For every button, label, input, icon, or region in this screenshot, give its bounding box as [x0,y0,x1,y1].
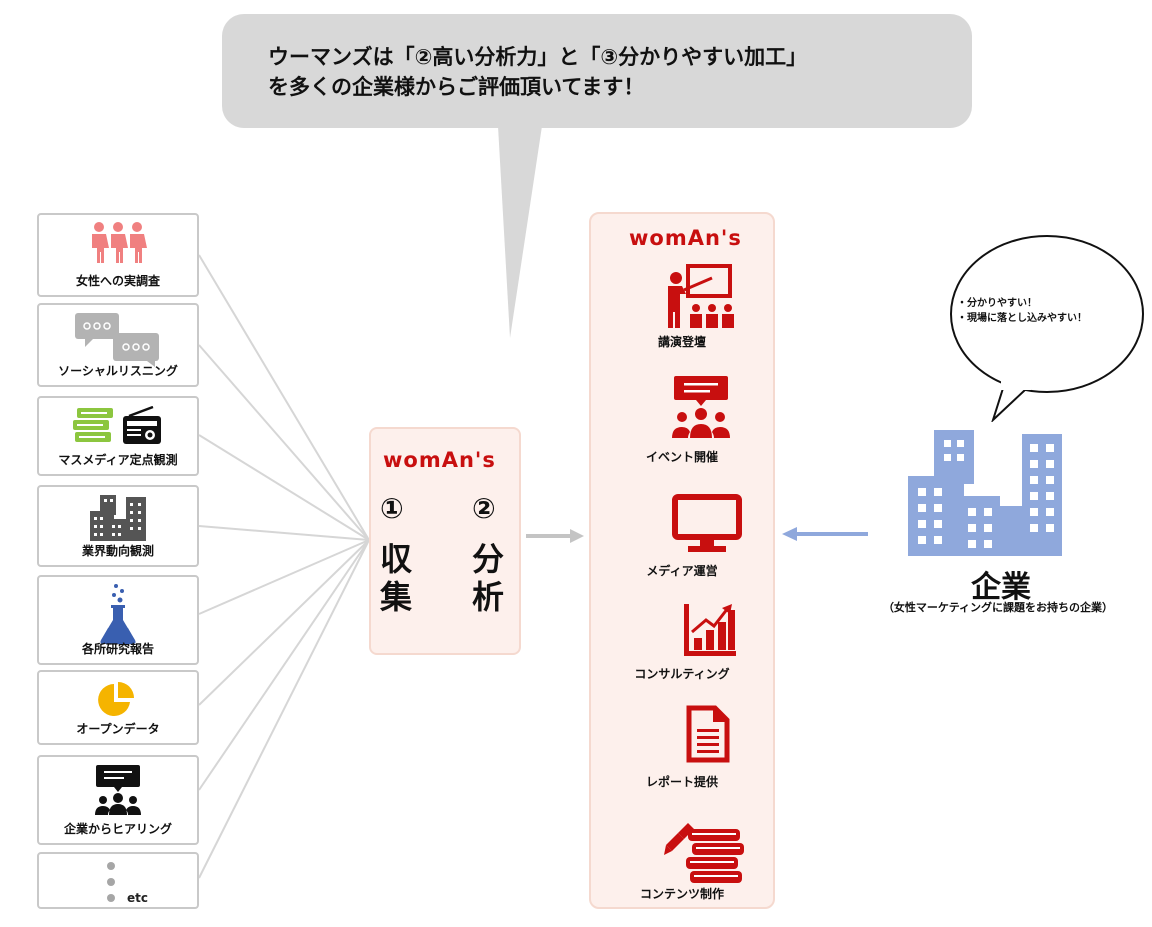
output-label: レポート提供 [645,775,718,789]
output-label: コンテンツ制作 [639,887,724,901]
meeting-icon [39,765,197,819]
source-label: オープンデータ [76,722,160,736]
buildings-icon [39,495,197,545]
output-label: メディア運営 [646,564,718,578]
source-etc [37,852,199,909]
source-industry-trends: 業界動向観測 [37,485,199,567]
monitor-icon [672,494,742,552]
source-connector-lines [198,254,370,879]
company-feedback-line-1: ・分かりやすい！ [957,298,1037,309]
source-label-etc: etc [127,891,148,905]
women-icon [39,221,197,269]
source-open-data: オープンデータ [37,670,199,745]
step-2-label: 分析 [471,540,504,616]
headline-bubble-tail [498,126,542,338]
output-label: コンサルティング [634,667,730,681]
arrow-analyze-to-process [526,529,584,543]
more-dots-icon [107,862,115,902]
books-radio-icon [39,405,197,450]
source-women-survey: 女性への実調査 [37,213,199,297]
arrow-company-to-output [782,527,868,541]
step-2-number: ② [472,492,496,525]
brand-logo-process: womAn's [383,448,496,472]
source-label: 業界動向観測 [81,544,154,558]
step-1-number: ① [380,492,404,525]
headline-line-1: ウーマンズは「②高い分析力」と「③分かりやすい加工」 [268,45,808,69]
flask-icon [39,583,197,649]
pie-chart-icon [39,680,197,724]
output-label: 講演登壇 [657,335,706,349]
source-mass-media: マスメディア定点観測 [37,396,199,476]
company-subtitle: （女性マーケティングに課題をお持ちの企業） [882,601,1114,614]
headline-line-2: を多くの企業様からご評価頂いてます！ [268,75,645,99]
company-feedback-text: ・分かりやすい！ ・現場に落とし込みやすい！ [957,296,1107,326]
source-label: 女性への実調査 [75,274,160,288]
output-panel [589,212,775,909]
books-pen-icon [664,823,744,883]
collect-analyze-panel [369,427,521,655]
presentation-icon [668,264,734,328]
company-feedback-line-2: ・現場に落とし込みやすい！ [957,313,1087,324]
source-label: ソーシャルリスニング [58,364,178,378]
headline-speech-bubble [222,14,972,128]
company-title: 企業 [971,570,1031,605]
source-social-listening: ソーシャルリスニング [37,303,199,387]
source-research-reports: 各所研究報告 [37,575,199,665]
event-icon [672,376,730,438]
company-building-icon [908,430,1062,556]
headline-text: ウーマンズは「②高い分析力」と「③分かりやすい加工」 を多くの企業様からご評価頂… [268,42,958,102]
source-label: マスメディア定点観測 [58,453,178,467]
brand-logo-output: womAn's [629,226,742,250]
source-label: 企業からヒアリング [63,822,172,836]
output-label: イベント開催 [645,450,718,464]
source-company-hearing: 企業からヒアリング [37,755,199,845]
company-speech-bubble [950,235,1144,422]
source-label: 各所研究報告 [81,642,154,656]
step-1-label: 収集 [379,540,412,616]
chat-bubbles-icon [39,311,197,371]
document-icon [686,705,730,763]
growth-chart-icon [684,604,736,656]
